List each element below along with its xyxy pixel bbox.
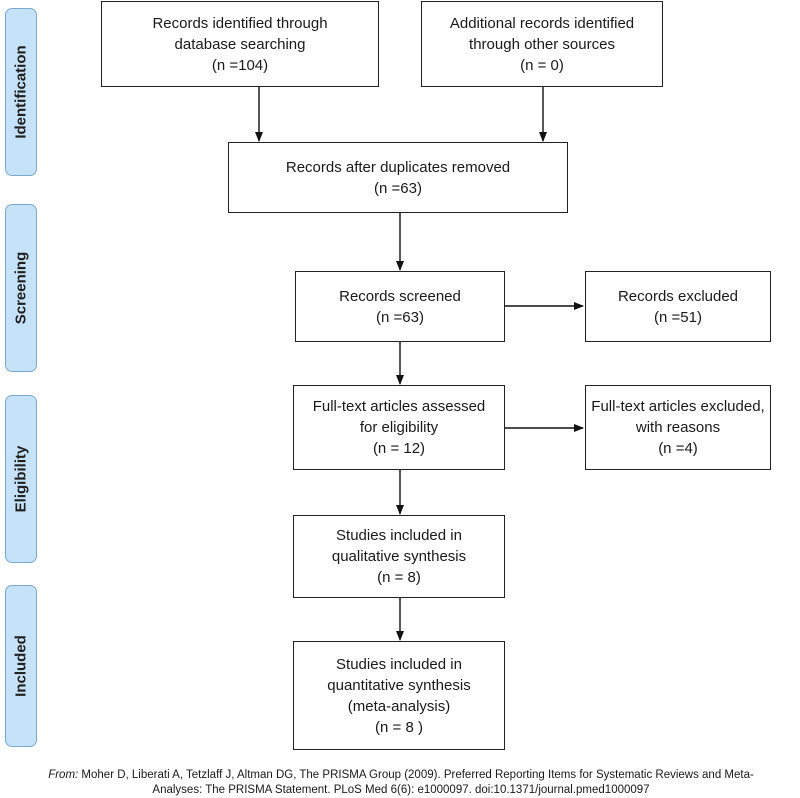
box-database-records-line-2: database searching	[174, 35, 306, 53]
box-database-records-count: (n =104)	[211, 56, 269, 74]
box-other-records-count: (n = 0)	[520, 56, 564, 74]
box-records-excluded-count: (n =51)	[654, 308, 702, 326]
box-fulltext-excluded: Full-text articles excluded, with reason…	[585, 385, 771, 470]
source-citation: From: Moher D, Liberati A, Tetzlaff J, A…	[6, 768, 796, 798]
box-fulltext-assessed-count: (n = 12)	[372, 440, 426, 457]
box-fulltext-assessed-line-1: Full-text articles assessed	[312, 398, 486, 415]
box-database-records: Records identified through database sear…	[101, 1, 379, 87]
box-fulltext-excluded-count: (n =4)	[658, 440, 698, 457]
phase-eligibility: Eligibility	[5, 395, 37, 563]
box-duplicates-removed-count: (n =63)	[374, 179, 422, 197]
box-records-screened: Records screened (n =63)	[295, 271, 505, 342]
box-fulltext-assessed: Full-text articles assessed for eligibil…	[293, 385, 505, 470]
box-other-records-line-2: through other sources	[469, 35, 615, 53]
box-database-records-line-1: Records identified through	[152, 14, 328, 32]
box-quantitative-synthesis-line-1: Studies included in	[336, 655, 462, 673]
box-records-excluded-line-1: Records excluded	[617, 287, 739, 305]
box-other-records: Additional records identified through ot…	[421, 1, 663, 87]
box-duplicates-removed-line-1: Records after duplicates removed	[285, 158, 511, 176]
box-quantitative-synthesis: Studies included in quantitative synthes…	[293, 641, 505, 750]
phase-screening: Screening	[5, 204, 37, 372]
box-fulltext-excluded-line-1: Full-text articles excluded,	[591, 398, 765, 415]
box-fulltext-excluded-line-2: with reasons	[635, 419, 721, 436]
phase-identification: Identification	[5, 8, 37, 176]
box-fulltext-assessed-line-2: for eligibility	[359, 419, 439, 436]
citation-line-2: Analyses: The PRISMA Statement. PLoS Med…	[152, 784, 650, 796]
box-duplicates-removed: Records after duplicates removed (n =63)	[228, 142, 568, 213]
phase-included: Included	[5, 585, 37, 747]
citation-line-1: Moher D, Liberati A, Tetzlaff J, Altman …	[81, 769, 754, 781]
box-other-records-line-1: Additional records identified	[449, 14, 635, 32]
box-quantitative-synthesis-line-2: quantitative synthesis	[327, 676, 471, 694]
box-quantitative-synthesis-count: (n = 8 )	[375, 718, 423, 736]
box-records-excluded: Records excluded (n =51)	[585, 271, 771, 342]
box-qualitative-synthesis: Studies included in qualitative synthesi…	[293, 515, 505, 598]
citation-lead: From:	[48, 769, 79, 781]
box-quantitative-synthesis-line-3: (meta-analysis)	[347, 697, 451, 715]
box-qualitative-synthesis-count: (n = 8)	[377, 569, 421, 586]
box-records-screened-count: (n =63)	[376, 308, 424, 326]
box-qualitative-synthesis-line-2: qualitative synthesis	[331, 548, 467, 565]
box-qualitative-synthesis-line-1: Studies included in	[336, 527, 462, 544]
box-records-screened-line-1: Records screened	[339, 287, 461, 305]
